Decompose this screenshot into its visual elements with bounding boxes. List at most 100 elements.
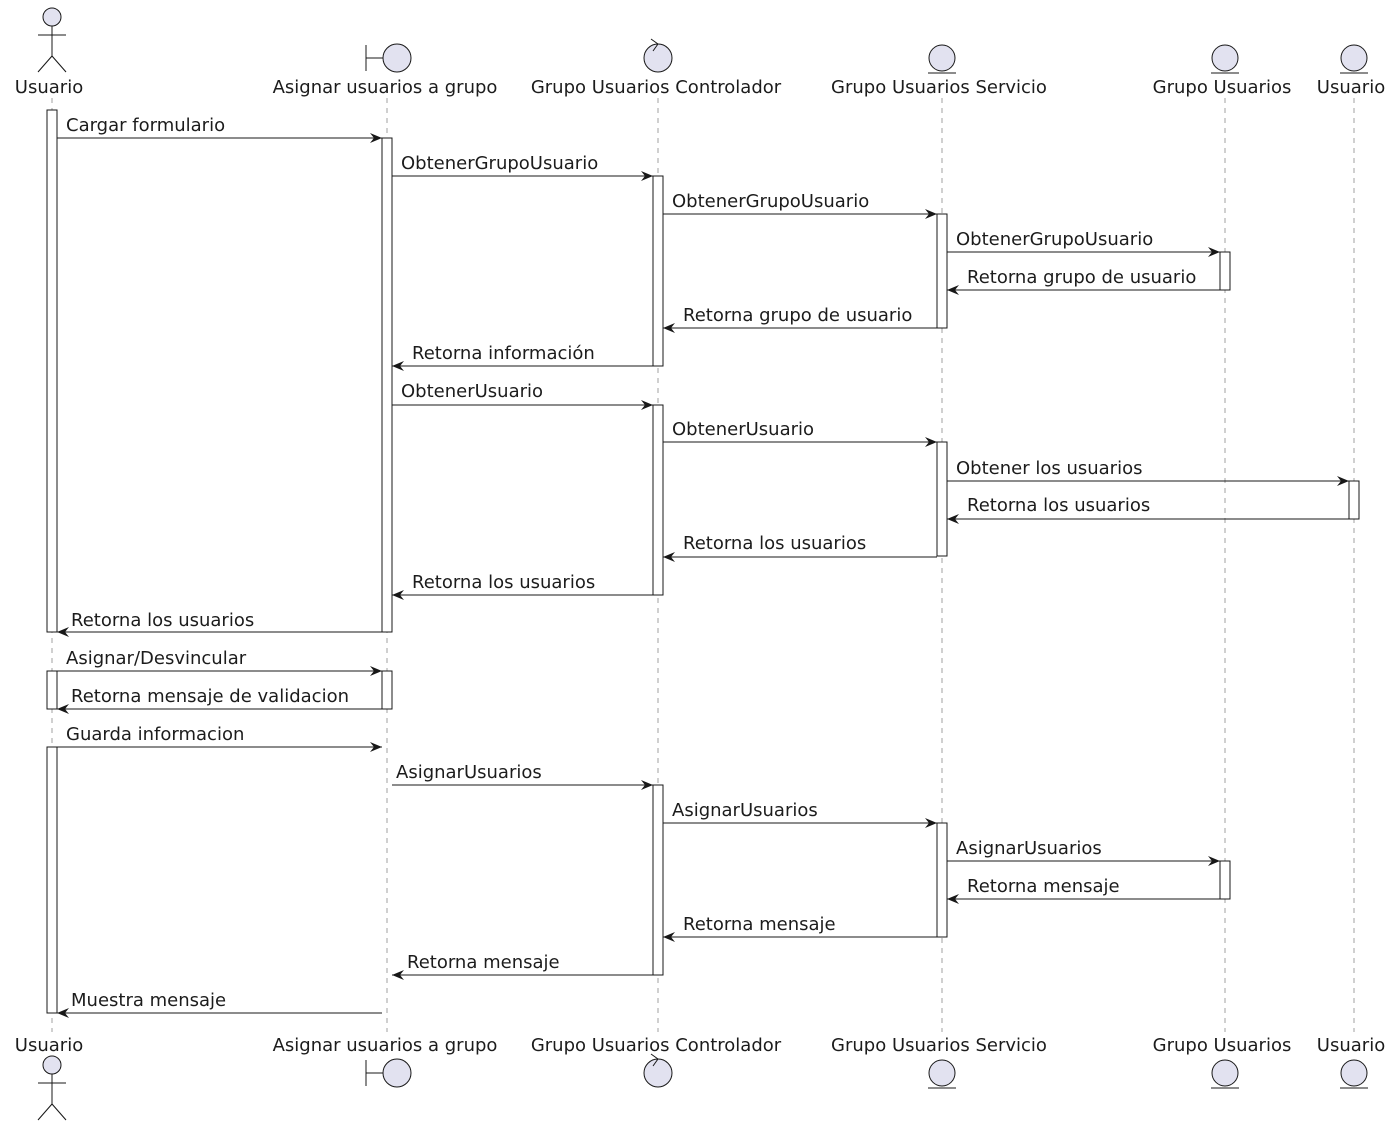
message-label: Guarda informacion [66,724,244,745]
arrowhead [370,133,382,143]
participant-label-usuario: Usuario [15,77,83,98]
control-icon [643,38,673,73]
activation-bars [46,109,1360,1014]
message: Retorna grupo de usuario [947,267,1220,295]
participants-top: Usuario Asignar usuarios a grupo Grupo U… [15,77,1385,98]
arrowhead [641,400,653,410]
message: Cargar formulario [57,115,382,143]
arrowhead [947,894,959,904]
entity-icon [928,1059,956,1089]
message: Retorna mensaje [947,876,1220,904]
message: Retorna información [392,343,653,371]
message: Retorna grupo de usuario [663,305,937,333]
arrowhead [925,209,937,219]
participant-label-asignar: Asignar usuarios a grupo [273,77,498,98]
message-label: Muestra mensaje [71,990,226,1011]
arrowhead [663,323,675,333]
message: ObtenerGrupoUsuario [663,191,937,219]
boundary-icon [365,43,412,73]
arrowhead [663,932,675,942]
message-label: Asignar/Desvincular [66,648,247,669]
message: Muestra mensaje [57,990,382,1018]
arrowhead [392,590,404,600]
arrowhead [370,666,382,676]
arrowhead [947,285,959,295]
message: Retorna los usuarios [947,495,1349,524]
message: ObtenerGrupoUsuario [392,153,653,181]
activation-bar [652,404,664,596]
message: AsignarUsuarios [663,800,937,828]
participant-label-usuario: Usuario [15,1035,83,1056]
activation-bar [381,670,393,710]
activation-bar [1219,251,1231,291]
activation-bar [1219,860,1231,900]
actor-icon [37,1055,67,1121]
activation-bar [652,784,664,976]
participant-label-servicio: Grupo Usuarios Servicio [831,1035,1047,1056]
actor-icon [37,7,67,73]
entity-icon [1211,1059,1239,1089]
participant-label-servicio: Grupo Usuarios Servicio [831,77,1047,98]
message-label: Retorna mensaje de validacion [71,686,349,707]
participant-label-usuario2: Usuario [1317,77,1385,98]
participants-bottom: Usuario Asignar usuarios a grupo Grupo U… [15,1035,1385,1056]
participant-label-grupo: Grupo Usuarios [1153,77,1292,98]
lifelines [51,98,1355,1032]
message: Guarda informacion [57,724,382,752]
message: Retorna los usuarios [392,572,653,600]
message: Retorna mensaje [663,914,937,942]
message: Asignar/Desvincular [57,648,382,676]
entity-icon [928,44,956,74]
messages: Cargar formulario ObtenerGrupoUsuario Ob… [57,115,1349,1018]
message-label: ObtenerGrupoUsuario [956,229,1153,250]
message-label: Retorna grupo de usuario [683,305,912,326]
arrowhead [57,627,69,637]
message: AsignarUsuarios [947,838,1220,866]
arrowhead [947,514,959,524]
activation-bar [936,822,948,938]
arrowhead [1208,856,1220,866]
arrowhead [1208,247,1220,257]
message: Retorna mensaje [392,952,653,980]
arrowhead [1337,476,1349,486]
boundary-icon [365,1058,412,1088]
message: Retorna los usuarios [57,610,382,637]
activation-bar [652,175,664,367]
message-label: Cargar formulario [66,115,225,136]
message-label: Retorna mensaje [407,952,560,973]
arrowhead [925,818,937,828]
participant-label-asignar: Asignar usuarios a grupo [273,1035,498,1056]
message-label: ObtenerUsuario [401,381,543,402]
participant-label-controlador: Grupo Usuarios Controlador [531,77,782,98]
message-label: Retorna los usuarios [412,572,595,593]
entity-icon [1340,1059,1368,1089]
activation-bar [46,670,58,710]
message-label: Obtener los usuarios [956,458,1142,479]
activation-bar [936,441,948,557]
message-label: Retorna los usuarios [683,533,866,554]
message: ObtenerUsuario [392,381,653,410]
activation-bar [381,137,393,633]
arrowhead [925,437,937,447]
message-label: Retorna mensaje [967,876,1120,897]
message-label: ObtenerGrupoUsuario [401,153,598,174]
entity-icon [1211,44,1239,74]
message-label: Retorna los usuarios [967,495,1150,516]
message: ObtenerUsuario [663,419,937,447]
message-label: Retorna mensaje [683,914,836,935]
message-label: ObtenerGrupoUsuario [672,191,869,212]
activation-bar [46,746,58,1014]
participant-label-controlador: Grupo Usuarios Controlador [531,1035,782,1056]
message-label: Retorna información [412,343,595,364]
message: AsignarUsuarios [392,762,653,790]
arrowhead [57,704,69,714]
arrowhead [641,780,653,790]
arrowhead [392,361,404,371]
message: Obtener los usuarios [947,458,1349,486]
message: ObtenerGrupoUsuario [947,229,1220,257]
arrowhead [641,171,653,181]
message: Retorna mensaje de validacion [57,686,382,714]
message-label: Retorna grupo de usuario [967,267,1196,288]
activation-bar [1348,480,1360,520]
